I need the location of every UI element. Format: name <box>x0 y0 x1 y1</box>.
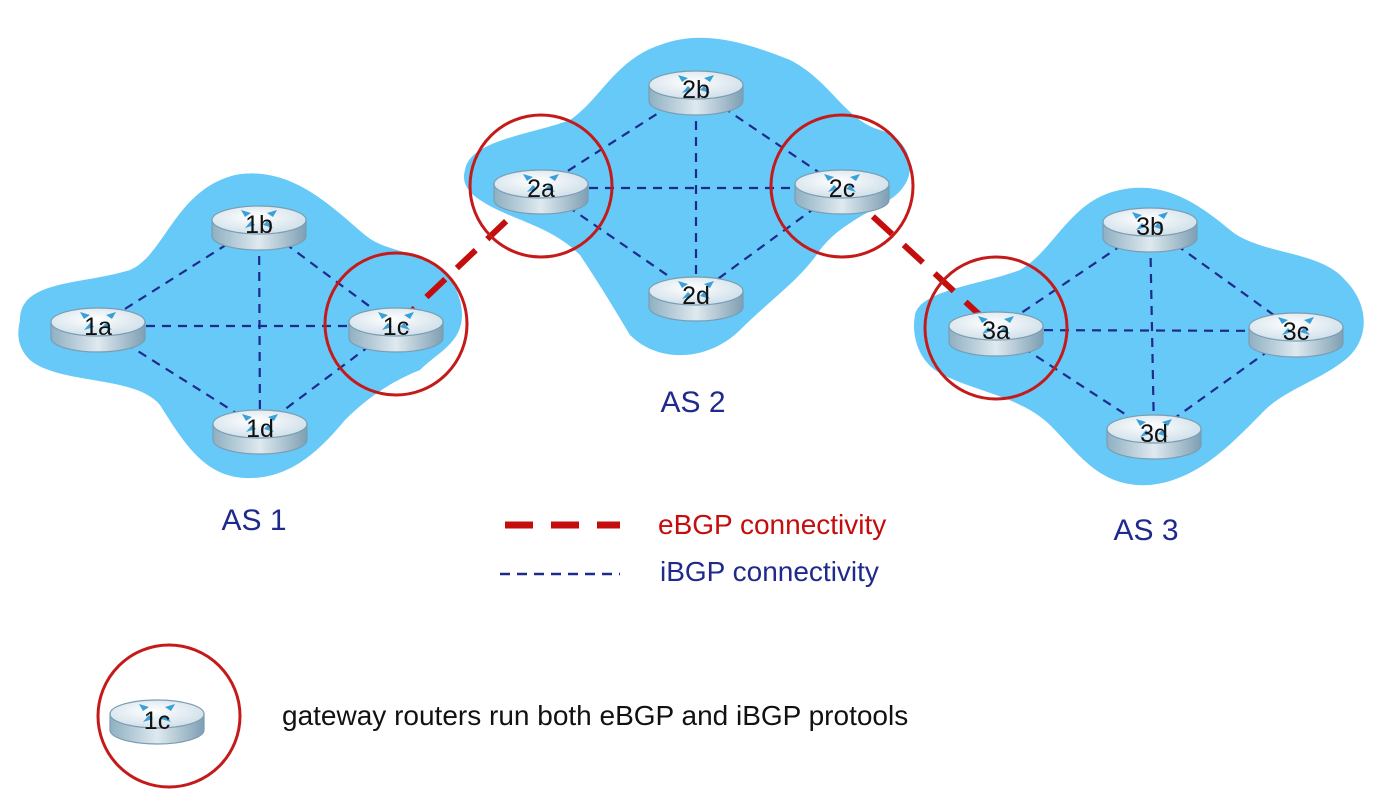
router-2d: 2d <box>648 276 744 322</box>
gateway-note-circle <box>96 643 242 789</box>
as2-cloud <box>463 37 911 356</box>
gateway-circle-1c <box>323 251 469 397</box>
as2-label: AS 2 <box>660 386 725 419</box>
router-label-2b: 2b <box>682 76 710 104</box>
router-2a: 2a <box>493 169 589 215</box>
as3-cloud <box>914 187 1364 486</box>
ibgp-links <box>97 88 1297 434</box>
as3-label: AS 3 <box>1113 514 1178 547</box>
ibgp-link-3b-3d <box>1148 225 1156 434</box>
router-icon <box>212 409 308 455</box>
router-icon <box>348 307 444 353</box>
routers: 1a 1b 1c 1d 2a 2b 2c 2d 3a 3b 3c 3d <box>50 70 1344 460</box>
router-icon <box>648 70 744 116</box>
ibgp-link-3c-3d <box>1153 330 1297 434</box>
gateway-note: 1c gateway routers run both eBGP and iBG… <box>96 643 908 789</box>
ebgp-links <box>393 185 999 333</box>
router-1b: 1b <box>211 205 307 251</box>
ibgp-link-3b-3c <box>1149 225 1297 332</box>
router-icon <box>211 205 307 251</box>
gateway-note-text: gateway routers run both eBGP and iBGP p… <box>282 700 908 731</box>
router-label-2c: 2c <box>829 175 855 203</box>
ibgp-link-1c-1d <box>259 325 397 429</box>
router-label-1c: 1c <box>383 313 409 341</box>
router-2b: 2b <box>648 70 744 116</box>
router-3a: 3a <box>948 311 1044 357</box>
router-2c: 2c <box>794 169 890 215</box>
router-label-3d: 3d <box>1140 420 1168 448</box>
as1-cloud <box>18 173 462 479</box>
ibgp-link-1b-1c <box>258 223 397 327</box>
as-clouds <box>18 37 1364 486</box>
router-icon <box>948 311 1044 357</box>
router-icon <box>1248 312 1344 358</box>
router-icon <box>648 276 744 322</box>
gateway-note-router-label: 1c <box>144 707 170 735</box>
ebgp-link-1c-2a <box>393 185 544 329</box>
legend: eBGP connectivity iBGP connectivity <box>500 509 886 587</box>
router-icon <box>794 169 890 215</box>
gateway-circle-2c <box>769 113 915 259</box>
router-label-3c: 3c <box>1283 318 1309 346</box>
router-icon <box>1106 414 1202 460</box>
ibgp-link-1b-1d <box>257 223 262 429</box>
gateway-highlights <box>323 113 1069 401</box>
router-1d: 1d <box>212 409 308 455</box>
router-label-1a: 1a <box>84 313 112 341</box>
legend-ibgp-label: iBGP connectivity <box>660 556 879 587</box>
as1-label: AS 1 <box>221 504 286 537</box>
router-label-1b: 1b <box>245 211 273 239</box>
ibgp-link-2c-2d <box>695 187 843 296</box>
router-icon <box>50 307 146 353</box>
ibgp-link-3a-3c <box>995 328 1297 333</box>
gateway-circle-3a <box>923 255 1069 401</box>
legend-ebgp-label: eBGP connectivity <box>658 509 886 540</box>
router-1c: 1c <box>348 307 444 353</box>
router-3b: 3b <box>1102 207 1198 253</box>
router-icon <box>493 169 589 215</box>
router-label-3b: 3b <box>1136 213 1164 241</box>
router-label-2a: 2a <box>527 175 555 203</box>
router-icon <box>1102 207 1198 253</box>
router-label-1d: 1d <box>246 415 274 443</box>
router-label-2d: 2d <box>682 282 710 310</box>
router-label-3a: 3a <box>982 317 1010 345</box>
router-3c: 3c <box>1248 312 1344 358</box>
router-icon <box>109 699 205 745</box>
gateway-circle-2a <box>468 113 614 259</box>
ebgp-link-2c-3a <box>839 185 999 333</box>
router-3d: 3d <box>1106 414 1202 460</box>
router-1a: 1a <box>50 307 146 353</box>
router-icon <box>109 699 205 745</box>
